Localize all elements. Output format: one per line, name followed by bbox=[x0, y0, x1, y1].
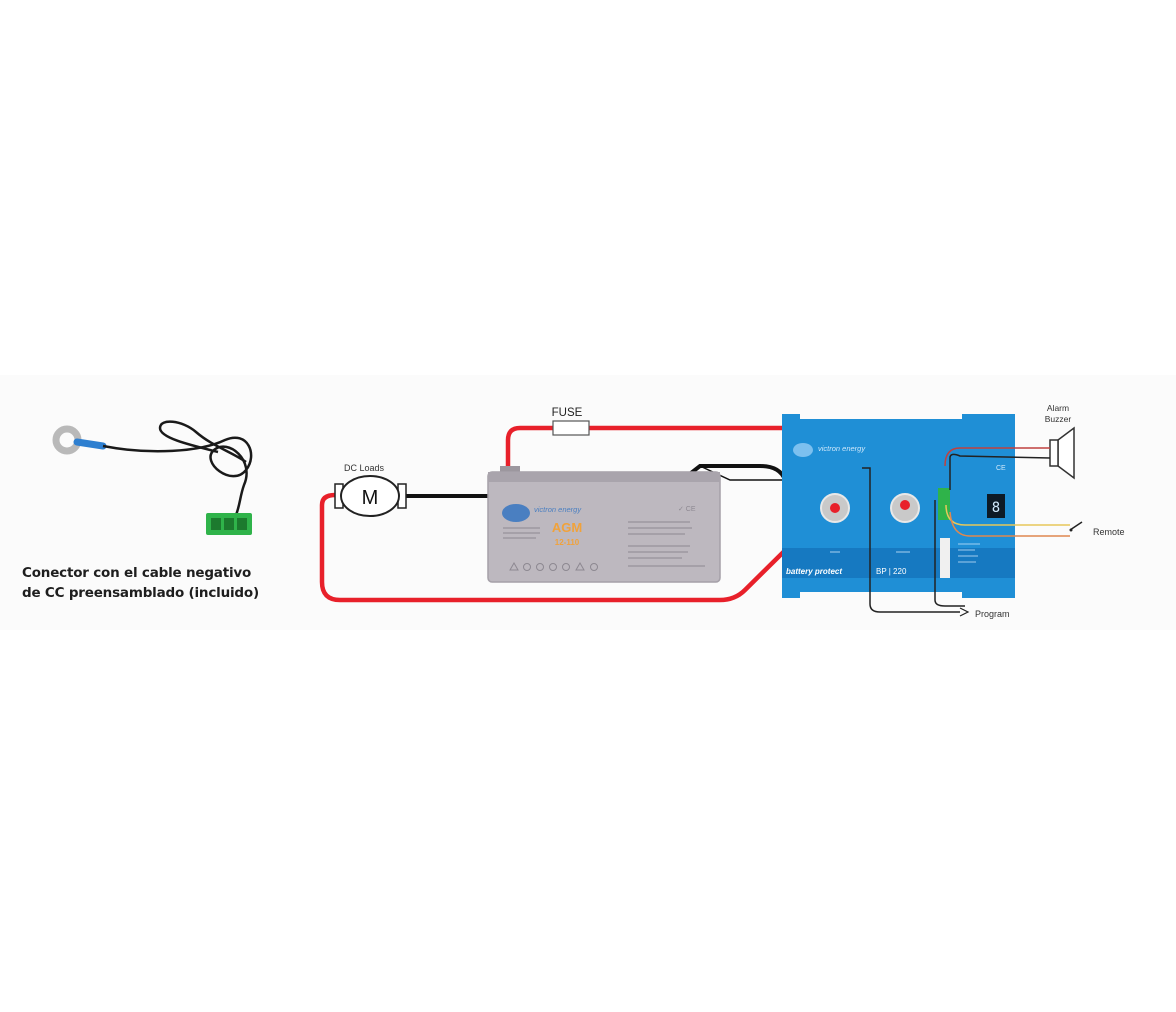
battery-brand: victron energy bbox=[534, 505, 582, 514]
agm-battery: victron energy AGM 12-110 ✓ CE bbox=[487, 466, 721, 583]
fuse-label: FUSE bbox=[552, 407, 583, 419]
svg-text:8: 8 bbox=[992, 500, 1000, 516]
alarm-label-line2: Buzzer bbox=[1045, 414, 1072, 424]
dc-load-motor: DC Loads M bbox=[334, 463, 407, 517]
caption-line-2: de CC preensamblado (incluido) bbox=[22, 585, 259, 601]
program-wires bbox=[862, 467, 970, 617]
blue-sleeve bbox=[73, 438, 107, 450]
protector-name: battery protect bbox=[786, 567, 842, 576]
protector-logo-icon bbox=[793, 443, 813, 457]
battery-logo-icon bbox=[502, 504, 530, 522]
protector-model: BP | 220 bbox=[876, 567, 907, 576]
connector-caption: Conector con el cable negativo de CC pre… bbox=[22, 563, 259, 603]
status-display bbox=[987, 494, 1005, 518]
motor-label: DC Loads bbox=[344, 463, 385, 473]
fuse-body bbox=[552, 420, 590, 436]
alarm-label-line1: Alarm bbox=[1047, 403, 1069, 413]
red-wire-load-return bbox=[319, 492, 831, 603]
thin-sense-wire bbox=[699, 465, 786, 481]
battery-cert-icon: ✓ CE bbox=[678, 506, 696, 513]
dip-switch bbox=[940, 538, 950, 578]
svg-text:CE: CE bbox=[996, 465, 1006, 472]
protector-small-print bbox=[830, 543, 980, 563]
battery-type: AGM bbox=[552, 520, 582, 535]
black-cable-loop bbox=[158, 420, 247, 464]
program-label: Program bbox=[975, 609, 1010, 619]
protector-brand: victron energy bbox=[818, 444, 866, 453]
battery-warning-icons bbox=[509, 561, 598, 571]
battery-spec-lines bbox=[503, 521, 705, 567]
negative-cable-connector bbox=[52, 420, 253, 535]
remote-switch: Remote bbox=[945, 504, 1125, 537]
red-wire-battery-fuse bbox=[505, 425, 558, 473]
caption-line-1: Conector con el cable negativo bbox=[22, 565, 252, 581]
remote-switch-icon bbox=[1069, 521, 1083, 531]
battery-protect-module: victron energy battery protect BP | 220 … bbox=[782, 414, 1015, 598]
motor-symbol: M bbox=[362, 487, 379, 509]
battery-model: 12-110 bbox=[555, 538, 580, 547]
remote-label: Remote bbox=[1093, 527, 1125, 537]
fuse: FUSE bbox=[552, 407, 590, 436]
motor-circle bbox=[340, 475, 400, 517]
alarm-buzzer: Alarm Buzzer bbox=[944, 403, 1075, 490]
